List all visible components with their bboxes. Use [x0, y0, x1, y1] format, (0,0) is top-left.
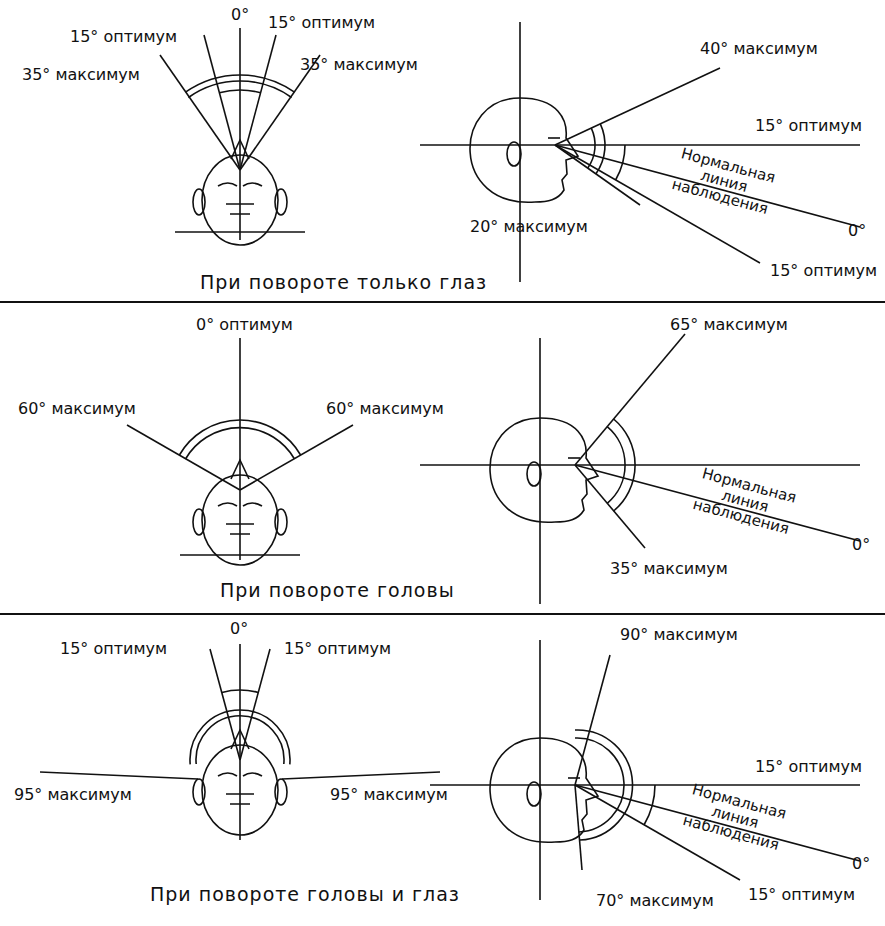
angle-label: 15° оптимум	[755, 758, 862, 776]
angle-label: 0° оптимум	[196, 316, 293, 334]
line-label: Нормальная линия наблюдения	[672, 780, 798, 856]
angle-label: 0°	[852, 855, 870, 873]
angle-label: 15° оптимум	[770, 262, 877, 280]
panel-caption: При повороте только глаз	[200, 272, 487, 293]
angle-label: 0°	[852, 536, 870, 554]
angle-label: 0°	[848, 222, 866, 240]
angle-label: 15° оптимум	[748, 886, 855, 904]
angle-label: 15° оптимум	[60, 640, 167, 658]
angle-label: 35° максимум	[300, 56, 418, 74]
angle-label: 60° максимум	[18, 400, 136, 418]
angle-label: 65° максимум	[670, 316, 788, 334]
angle-label: 40° максимум	[700, 40, 818, 58]
panel-caption: При повороте головы	[220, 580, 455, 601]
angle-label: 95° максимум	[14, 786, 132, 804]
angle-label: 15° оптимум	[268, 14, 375, 32]
angle-label: 15° оптимум	[755, 117, 862, 135]
angle-label: 70° максимум	[596, 892, 714, 910]
angle-label: 15° оптимум	[284, 640, 391, 658]
angle-label: 90° максимум	[620, 626, 738, 644]
angle-label: 35° максимум	[610, 560, 728, 578]
angle-label: 0°	[231, 6, 249, 24]
angle-label: 60° максимум	[326, 400, 444, 418]
angle-label: 35° максимум	[22, 66, 140, 84]
angle-label: 15° оптимум	[70, 28, 177, 46]
angle-label: 20° максимум	[470, 218, 588, 236]
line-label: Нормальная линия наблюдения	[661, 144, 787, 220]
panel-caption: При повороте головы и глаз	[150, 884, 460, 905]
line-label: Нормальная линия наблюдения	[682, 464, 808, 540]
angle-label: 95° максимум	[330, 786, 448, 804]
angle-label: 0°	[230, 620, 248, 638]
